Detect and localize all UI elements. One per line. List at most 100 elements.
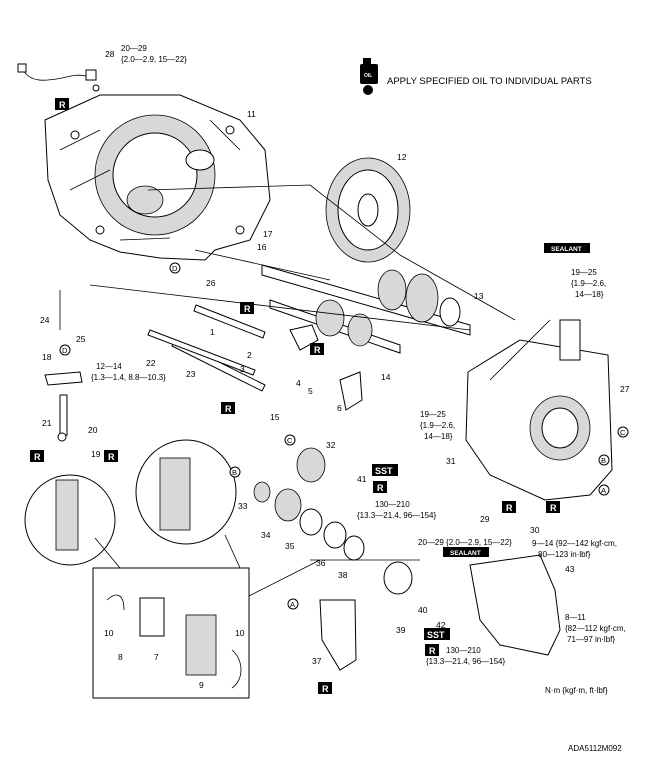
ref-d-1: D: [172, 264, 178, 273]
callout-8: 8: [118, 652, 123, 662]
torque-31-line1: 19—25: [420, 410, 446, 419]
torque-29: 20—29 {2.0—2.9, 15—22}: [418, 538, 512, 547]
torque-41-line1: 130—210: [375, 500, 410, 509]
callout-34: 34: [261, 530, 271, 540]
bearing-39-and-fork-37: [319, 561, 413, 671]
callout-6: 6: [337, 403, 342, 413]
torque-specs: 20—29 {2.0—2.9, 15—22} 12—14 {1.3—1.4, 8…: [91, 44, 626, 666]
callout-17: 17: [263, 229, 273, 239]
ref-b-2: B: [601, 456, 606, 465]
cover-43: [469, 554, 561, 656]
r-badge-2: R: [244, 304, 251, 314]
callout-35: 35: [285, 541, 295, 551]
torque-30-line2: 80—123 in·lbf}: [538, 550, 591, 559]
part-28-sensor: [17, 63, 100, 92]
callout-21: 21: [42, 418, 52, 428]
torque-43-line3: 71—97 in·lbf}: [567, 635, 615, 644]
shift-rods: [147, 304, 266, 392]
oil-legend: OIL APPLY SPECIFIED OIL TO INDIVIDUAL PA…: [360, 58, 592, 95]
torque-43-line2: {82—112 kgf·cm,: [565, 624, 626, 633]
callout-11: 11: [247, 109, 256, 119]
callout-39: 39: [396, 625, 406, 635]
r-badge-10: R: [429, 646, 436, 656]
callout-14: 14: [381, 372, 391, 382]
r-badge-3: R: [314, 345, 321, 355]
torque-31-line3: 14—18}: [424, 432, 453, 441]
callout-43: 43: [565, 564, 575, 574]
callout-19: 19: [91, 449, 101, 459]
sealant-badge-1: SEALANT: [551, 246, 582, 253]
callout-3: 3: [240, 364, 245, 374]
torque-27-line2: {1.9—2.6,: [571, 279, 606, 288]
callouts: 1 2 3 4 5 6 7 8 9 10 10 11 12 13 14 15 1…: [40, 49, 630, 690]
callout-24: 24: [40, 315, 50, 325]
part-13-mainshaft: [261, 264, 471, 336]
callout-23: 23: [186, 369, 196, 379]
callout-4: 4: [296, 378, 301, 388]
r-badge-5: R: [34, 452, 41, 462]
unit-note: N·m {kgf·m, ft·lbf}: [545, 686, 608, 695]
sealant-badges: SEALANT SEALANT: [443, 243, 590, 557]
detail-inset: [24, 439, 321, 699]
callout-36: 36: [316, 558, 326, 568]
callout-16: 16: [257, 242, 267, 252]
torque-43-line1: 8—11: [565, 613, 586, 622]
sst-badge-1: SST: [375, 466, 393, 476]
callout-28: 28: [105, 49, 115, 59]
callout-10a: 10: [104, 628, 114, 638]
callout-33: 33: [238, 501, 248, 511]
clutch-housing-27: [465, 319, 613, 501]
callout-12: 12: [397, 152, 407, 162]
sealant-badge-2: SEALANT: [450, 550, 481, 557]
callout-20: 20: [88, 425, 98, 435]
callout-41: 41: [357, 474, 367, 484]
callout-9: 9: [199, 680, 204, 690]
sst-badges: SST SST: [372, 464, 450, 640]
callout-30: 30: [530, 525, 540, 535]
torque-42-line2: {13.3—21.4, 96—154}: [426, 657, 506, 666]
torque-42-line1: 130—210: [446, 646, 481, 655]
ref-d-2: D: [62, 346, 68, 355]
r-badge-11: R: [322, 684, 329, 694]
callout-42: 42: [436, 620, 446, 630]
ref-c-1: C: [287, 436, 293, 445]
ref-a-1: A: [601, 486, 606, 495]
r-badge-6: R: [108, 452, 115, 462]
callout-27: 27: [620, 384, 630, 394]
figure-code: ADA5112M092: [568, 744, 622, 753]
gear-32-36-group: [253, 447, 365, 561]
oil-can-icon: OIL: [360, 58, 378, 95]
callout-22: 22: [146, 358, 156, 368]
r-badge-4: R: [225, 404, 232, 414]
r-badge-8: R: [506, 503, 513, 513]
callout-40: 40: [418, 605, 428, 615]
callout-13: 13: [474, 291, 484, 301]
sst-badge-2: SST: [427, 630, 445, 640]
callout-7: 7: [154, 652, 159, 662]
torque-27-line3: 14—18}: [575, 290, 604, 299]
ref-c-2: C: [620, 428, 626, 437]
callout-32: 32: [326, 440, 336, 450]
part-18-shift-lever: [44, 371, 83, 442]
part-14-secondary-shaft: [269, 299, 401, 354]
transaxle-case: [44, 94, 271, 261]
torque-28-line1: 20—29: [121, 44, 147, 53]
callout-15: 15: [270, 412, 280, 422]
ref-a-2: A: [290, 600, 295, 609]
oil-note-text: APPLY SPECIFIED OIL TO INDIVIDUAL PARTS: [387, 76, 592, 87]
callout-1: 1: [210, 327, 215, 337]
callout-18: 18: [42, 352, 52, 362]
callout-38: 38: [338, 570, 348, 580]
torque-22-line2: {1.3—1.4, 8.8—10.3}: [91, 373, 166, 382]
part-12-differential: [325, 157, 411, 263]
r-badge-1: R: [59, 100, 66, 110]
torque-30-line1: 9—14 {92—142 kgf·cm,: [532, 539, 617, 548]
r-badge-9: R: [550, 503, 557, 513]
callout-2: 2: [247, 350, 252, 360]
callout-26: 26: [206, 278, 216, 288]
callout-25: 25: [76, 334, 86, 344]
torque-22-line1: 12—14: [96, 362, 122, 371]
torque-28-line2: {2.0—2.9, 15—22}: [121, 55, 187, 64]
torque-31-line2: {1.9—2.6,: [420, 421, 455, 430]
